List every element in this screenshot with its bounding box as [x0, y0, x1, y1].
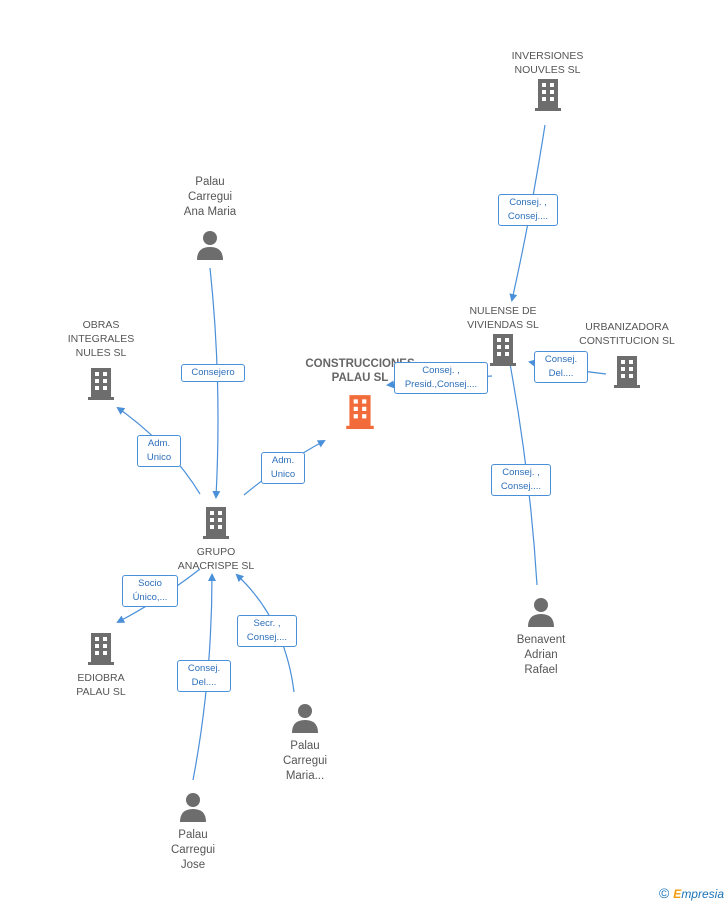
building-icon	[203, 507, 229, 539]
company-label: EDIOBRA PALAU SL	[76, 672, 126, 698]
building-icon	[346, 395, 374, 429]
building-icon	[88, 368, 114, 400]
person-label: Palau Carregui Ana Maria	[183, 176, 237, 218]
company-label: CONSTRUCCIONES PALAU SL	[305, 358, 415, 384]
building-icon	[534, 79, 561, 111]
company-node-construcciones-palau[interactable]: CONSTRUCCIONES PALAU SL	[298, 357, 422, 429]
company-label: URBANIZADORA CONSTITUCION SL	[579, 321, 675, 347]
edge-label-grupo-obras[interactable]: Adm. Unico	[137, 435, 181, 467]
person-label: Palau Carregui Jose	[170, 829, 216, 871]
company-node-urbanizadora-constitucion[interactable]: URBANIZADORA CONSTITUCION SL	[572, 320, 682, 388]
edge-label-grupo-ediobra[interactable]: Socio Único,...	[122, 575, 178, 607]
edge-label-urbanizadora-nulense[interactable]: Consej. Del....	[534, 351, 588, 383]
edge-label-benavent-nulense[interactable]: Consej. , Consej....	[491, 464, 551, 496]
edge-label-grupo-construcciones[interactable]: Adm. Unico	[261, 452, 305, 484]
building-icon	[490, 334, 516, 366]
edge-label-ana-grupo[interactable]: Consejero	[181, 364, 245, 382]
company-label: INVERSIONES NOUVLES SL	[511, 50, 584, 76]
company-node-grupo-anacrispe[interactable]: GRUPO ANACRISPE SL	[166, 505, 266, 573]
brand-watermark[interactable]: ©Empresia	[659, 885, 724, 901]
edge-label-jose-grupo[interactable]: Consej. Del....	[177, 660, 231, 692]
brand-name: mpresia	[681, 887, 724, 901]
building-icon	[614, 356, 640, 388]
person-icon	[292, 704, 318, 733]
person-node-palau-ana-maria[interactable]: Palau Carregui Ana Maria	[165, 175, 255, 260]
brand-initial: E	[673, 887, 682, 901]
person-node-benavent-adrian-rafael[interactable]: Benavent Adrian Rafael	[496, 597, 586, 678]
person-label: Benavent Adrian Rafael	[516, 634, 566, 676]
person-node-palau-carregui-jose[interactable]: Palau Carregui Jose	[148, 792, 238, 873]
person-icon	[197, 231, 223, 260]
company-label: OBRAS INTEGRALES NULES SL	[67, 319, 135, 359]
edge-label-inversiones-nulense[interactable]: Consej. , Consej....	[498, 194, 558, 226]
edge-ana-grupo	[209, 267, 221, 499]
person-node-palau-carregui-maria[interactable]: Palau Carregui Maria...	[260, 703, 350, 784]
company-node-obras-integrales-nules[interactable]: OBRAS INTEGRALES NULES SL	[56, 318, 146, 400]
company-node-inversiones-nouvles[interactable]: INVERSIONES NOUVLES SL	[490, 49, 605, 111]
person-icon	[180, 793, 206, 822]
edge-label-maria-grupo[interactable]: Secr. , Consej....	[237, 615, 297, 647]
person-icon	[528, 598, 554, 627]
building-icon	[88, 633, 114, 665]
edge-label-nulense-construcciones[interactable]: Consej. , Presid.,Consej....	[394, 362, 488, 394]
copyright-icon: ©	[658, 885, 670, 901]
company-label: GRUPO ANACRISPE SL	[177, 546, 255, 572]
person-label: Palau Carregui Maria...	[282, 740, 328, 782]
company-node-ediobra-palau[interactable]: EDIOBRA PALAU SL	[54, 631, 148, 699]
company-label: NULENSE DE VIVIENDAS SL	[467, 305, 539, 331]
company-node-nulense-viviendas[interactable]: NULENSE DE VIVIENDAS SL	[453, 304, 553, 366]
